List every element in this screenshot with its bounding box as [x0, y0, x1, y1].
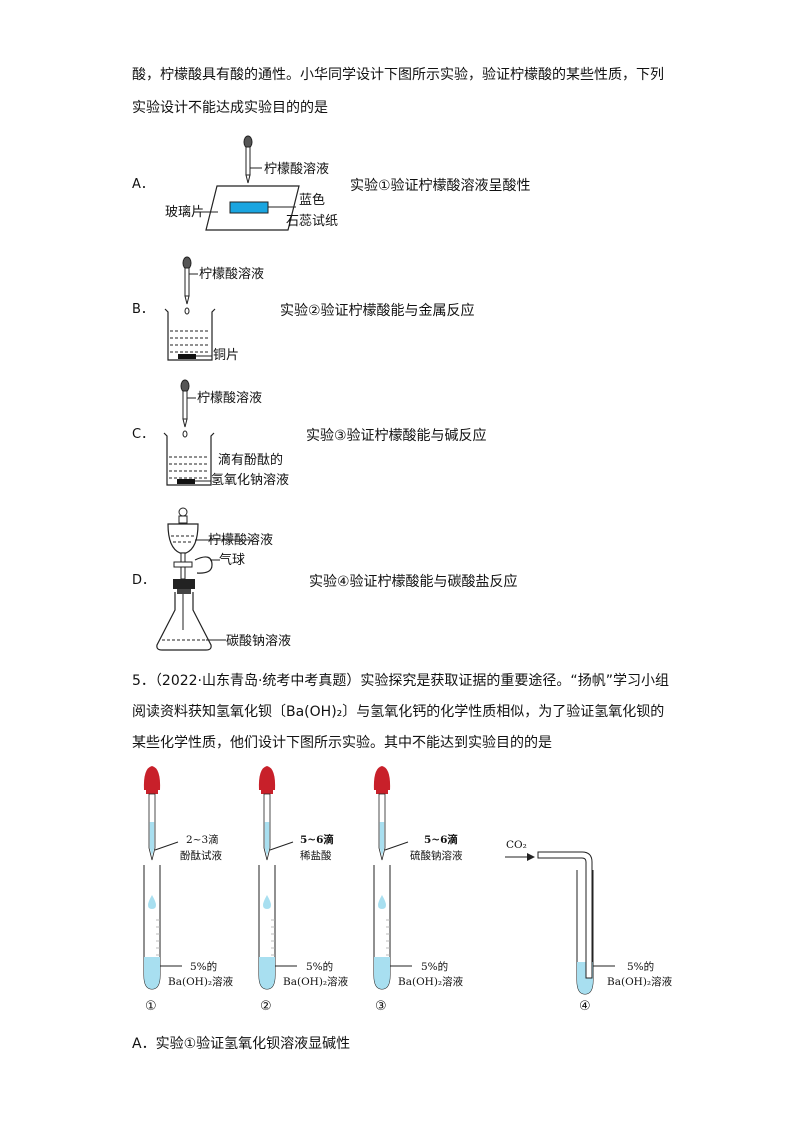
option-d-letter: D． [132, 573, 156, 588]
option-d-balloon-label: 气球 [219, 553, 246, 568]
option-b-reagent-label: 柠檬酸溶液 [199, 267, 265, 282]
option-a-glass-label: 玻璃片 [165, 205, 205, 220]
tube3-solution-line2: Ba(OH)₂溶液 [398, 976, 464, 988]
option-a-paper-label-2: 石蕊试纸 [286, 214, 339, 229]
tube2-reagent-line2: 稀盐酸 [300, 850, 332, 862]
q5-stem-line3: 某些化学性质，他们设计下图所示实验。其中不能达到实验目的的是 [132, 735, 552, 751]
tube3-reagent-line1: 5~6滴 [424, 834, 458, 846]
option-d-reagent-label: 柠檬酸溶液 [208, 533, 274, 548]
q4-stem-line1: 酸，柠檬酸具有酸的通性。小华同学设计下图所示实验，验证柠檬酸的某些性质，下列 [132, 67, 664, 83]
option-b-description: 实验②验证柠檬酸能与金属反应 [280, 303, 475, 319]
tube2-reagent-line1: 5~6滴 [300, 834, 334, 846]
option-a-letter: A． [132, 177, 154, 192]
q5-stem-line2: 阅读资料获知氢氧化钡〔Ba(OH)₂〕与氢氧化钙的化学性质相似，为了验证氢氧化钡… [132, 704, 665, 720]
option-c-description: 实验③验证柠檬酸能与碱反应 [306, 428, 487, 444]
tube2-solution-line2: Ba(OH)₂溶液 [283, 976, 349, 988]
tube2-number: ② [260, 999, 272, 1014]
tube4-number: ④ [579, 999, 591, 1014]
option-a-description: 实验①验证柠檬酸溶液呈酸性 [350, 178, 531, 194]
tube3-solution-line1: 5%的 [421, 961, 449, 973]
option-d-description: 实验④验证柠檬酸能与碳酸盐反应 [309, 574, 518, 590]
option-d-solution-label: 碳酸钠溶液 [226, 634, 292, 649]
tube1-reagent-line2: 酚酞试液 [180, 850, 222, 862]
option-c-letter: C． [132, 427, 155, 442]
tube1-reagent-line1: 2~3滴 [186, 834, 219, 846]
q5-stem-line1: 5．（2022·山东青岛·统考中考真题）实验探究是获取证据的重要途径。“扬帆”学… [132, 673, 669, 689]
tube4-solution-line1: 5%的 [627, 961, 655, 973]
tube3-reagent-line2: 硫酸钠溶液 [410, 850, 463, 862]
tube2-solution-line1: 5%的 [306, 961, 334, 973]
option-c-solution-label-1: 滴有酚酞的 [218, 453, 284, 468]
tube1-solution-line1: 5%的 [190, 961, 218, 973]
tube1-solution-line2: Ba(OH)₂溶液 [168, 976, 234, 988]
tube4-gas-label: CO₂ [506, 839, 527, 851]
tube1-number: ① [145, 999, 157, 1014]
option-c-reagent-label: 柠檬酸溶液 [197, 391, 263, 406]
option-a-paper-label-1: 蓝色 [299, 193, 326, 208]
option-b-letter: B． [132, 302, 154, 317]
tube4-solution-line2: Ba(OH)₂溶液 [607, 976, 673, 988]
tube3-number: ③ [375, 999, 387, 1014]
option-a-reagent-label: 柠檬酸溶液 [264, 162, 330, 177]
q4-stem-line2: 实验设计不能达成实验目的的是 [132, 100, 328, 116]
option-c-solution-label-2: 氢氧化钠溶液 [211, 473, 290, 488]
q5-option-a: A．实验①验证氢氧化钡溶液显碱性 [132, 1036, 351, 1052]
option-b-solid-label: 铜片 [213, 348, 240, 363]
